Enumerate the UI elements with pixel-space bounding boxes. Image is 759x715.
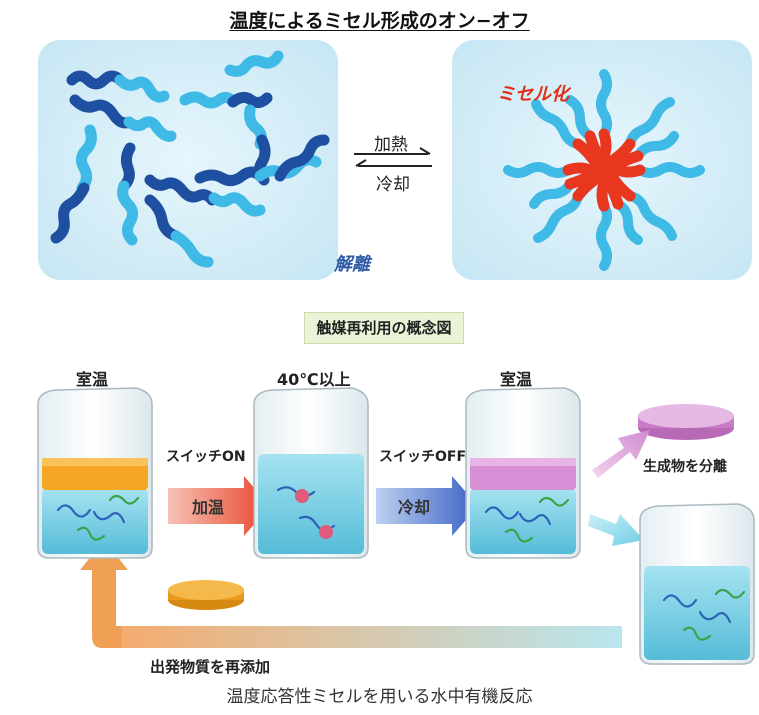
warming-arrow	[168, 476, 270, 536]
heat-label: 加熱	[374, 135, 408, 155]
switch-on-label: スイッチON	[166, 449, 246, 465]
figure-caption: 温度応答性ミセルを用いる水中有機反応	[226, 687, 533, 707]
separation-arrow	[592, 430, 650, 478]
beaker-1-label: 室温	[76, 370, 109, 389]
diagram-title: 温度によるミセル形成のオン−オフ	[229, 10, 530, 32]
cooling-label: 冷却	[398, 498, 431, 517]
concept-title: 触媒再利用の概念図	[304, 312, 464, 344]
beaker-2-label: 40℃以上	[277, 370, 351, 389]
micelle-label: ミセル化	[497, 84, 569, 105]
return-arrow	[80, 540, 622, 648]
product-disk	[638, 404, 734, 440]
beaker-3-label: 室温	[500, 370, 533, 389]
re-add-label: 出発物質を再添加	[150, 658, 271, 676]
warming-label: 加温	[192, 498, 225, 517]
cooling-arrow	[376, 476, 478, 536]
micelle	[503, 69, 705, 271]
transfer-arrow	[588, 514, 644, 546]
cool-label: 冷却	[376, 175, 410, 195]
dissociation-label: 解離	[334, 254, 370, 275]
starting-material-disk	[168, 580, 244, 610]
beaker-3	[465, 387, 581, 559]
polymer-chains	[50, 50, 330, 268]
equilibrium-arrows	[354, 147, 432, 167]
beaker-4	[639, 503, 755, 665]
switch-off-label: スイッチOFF	[379, 449, 467, 465]
beaker-2	[253, 387, 369, 559]
product-separation-label: 生成物を分離	[643, 459, 727, 475]
beaker-1	[37, 387, 153, 559]
